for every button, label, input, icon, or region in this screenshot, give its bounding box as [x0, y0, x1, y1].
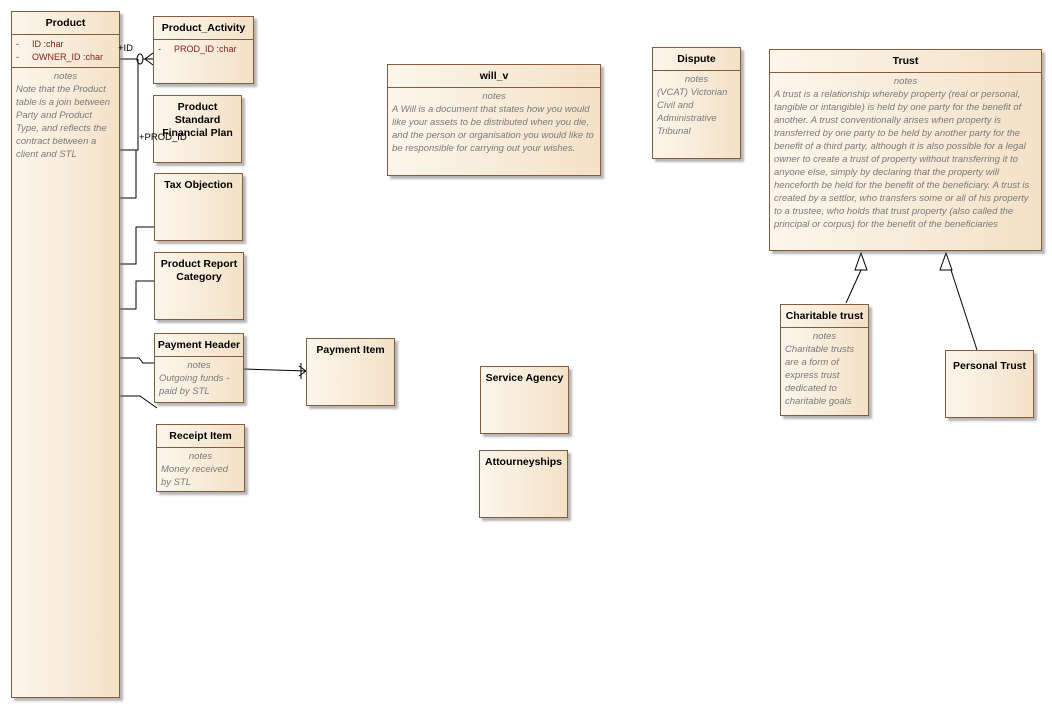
- receipt-item-title: Receipt Item: [169, 430, 232, 442]
- connector-payment-header-b: [119, 357, 154, 364]
- service-agency-title: Service Agency: [485, 372, 564, 384]
- product-notes: Note that the Product table is a join be…: [16, 84, 111, 160]
- product-standard-title: Product Standard Financial Plan: [162, 101, 233, 139]
- notes-label: notes: [188, 451, 213, 462]
- product-activity-class[interactable]: Product_Activity -PROD_ID :char: [153, 16, 254, 84]
- role-label-id: +ID: [118, 43, 134, 54]
- personal-trust-title: Personal Trust: [953, 360, 1026, 372]
- notes-label: notes: [893, 76, 918, 87]
- generalization-personal: [950, 269, 978, 351]
- payment-item-title: Payment Item: [316, 344, 385, 356]
- notes-label: notes: [684, 74, 709, 85]
- charitable-trust-title: Charitable trust: [785, 310, 864, 322]
- product-standard-financial-plan-class[interactable]: Product Standard Financial Plan: [153, 95, 242, 163]
- attribute-prod-id: -PROD_ID :char: [158, 44, 237, 54]
- personal-trust-class[interactable]: Personal Trust: [945, 350, 1034, 418]
- trust-notes: A trust is a relationship whereby proper…: [774, 89, 1030, 230]
- receipt-item-class[interactable]: Receipt Item notes Money received by STL: [156, 424, 245, 492]
- receipt-item-notes: Money received by STL: [161, 464, 229, 488]
- connector-payment-item: [243, 368, 307, 372]
- generalization-charitable: [845, 269, 862, 304]
- payment-header-title: Payment Header: [157, 339, 241, 351]
- will-v-title: will_v: [479, 70, 509, 82]
- inheritance-arrow-charitable: [854, 251, 868, 271]
- service-agency-class[interactable]: Service Agency: [480, 366, 569, 434]
- notes-label: notes: [482, 91, 506, 102]
- tax-objection-class[interactable]: Tax Objection: [154, 173, 243, 241]
- attribute-id: -ID :char: [16, 39, 64, 49]
- will-v-notes: A Will is a document that states how you…: [392, 104, 594, 154]
- payment-header-notes: Outgoing funds - paid by STL: [159, 373, 230, 397]
- charitable-trust-class[interactable]: Charitable trust notes Charitable trusts…: [780, 304, 869, 416]
- product-report-title: Product Report Category: [160, 258, 238, 283]
- dispute-title: Dispute: [677, 53, 716, 65]
- trust-class[interactable]: Trust notes A trust is a relationship wh…: [769, 49, 1042, 251]
- product-activity-attributes: -PROD_ID :char: [154, 40, 253, 59]
- will-v-class[interactable]: will_v notes A Will is a document that s…: [387, 64, 601, 176]
- connector-tax-objection: [119, 150, 137, 199]
- connector-receipt-item: [119, 395, 158, 409]
- product-class[interactable]: Product -ID :char -OWNER_ID :char notes …: [11, 11, 120, 698]
- dispute-class[interactable]: Dispute notes (VCAT) Victorian Civil and…: [652, 47, 741, 159]
- product-attributes: -ID :char -OWNER_ID :char: [12, 35, 119, 67]
- notes-label: notes: [812, 331, 837, 342]
- attribute-owner-id: -OWNER_ID :char: [16, 52, 104, 62]
- connector-product-report: [119, 226, 154, 265]
- attourneyships-title: Attourneyships: [484, 456, 562, 468]
- product-report-category-class[interactable]: Product Report Category: [154, 252, 244, 320]
- connector-payment-header-a: [119, 280, 154, 310]
- dispute-notes: (VCAT) Victorian Civil and Administrativ…: [657, 87, 728, 137]
- crowfoot-a: [298, 365, 307, 372]
- crowfoot-top: [144, 52, 154, 60]
- payment-header-class[interactable]: Payment Header notes Outgoing funds - pa…: [154, 333, 244, 403]
- attourneyships-class[interactable]: Attourneyships: [479, 450, 568, 518]
- tax-objection-title: Tax Objection: [164, 179, 233, 191]
- crowfoot-bottom: [144, 58, 154, 66]
- payment-item-class[interactable]: Payment Item: [306, 338, 395, 406]
- notes-label: notes: [53, 71, 78, 82]
- product-activity-title: Product_Activity: [161, 22, 246, 34]
- connector-product-standard: [119, 59, 139, 151]
- trust-title: Trust: [892, 55, 919, 67]
- inheritance-arrow-personal: [939, 251, 953, 271]
- product-title: Product: [45, 17, 86, 29]
- notes-label: notes: [187, 360, 211, 371]
- charitable-trust-notes: Charitable trusts are a form of express …: [785, 344, 855, 407]
- role-label-prod-id: +PROD_ID: [139, 132, 187, 143]
- crowfoot-b: [298, 370, 307, 377]
